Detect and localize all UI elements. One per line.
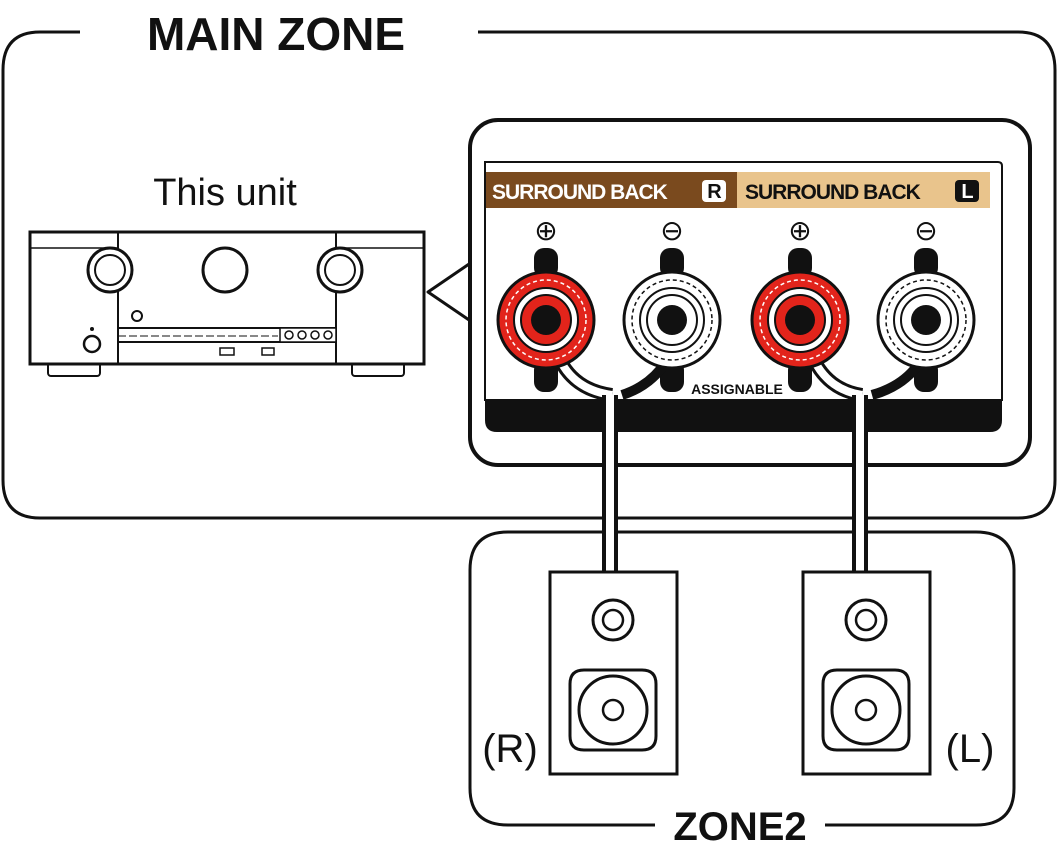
terminal-l-plus (750, 270, 850, 370)
polarity-r-plus: ⊕ (534, 215, 557, 246)
main-zone-title: MAIN ZONE (147, 8, 405, 60)
receiver-unit (28, 230, 426, 377)
speaker-l-label: (L) (946, 727, 995, 771)
hdmi-port-icon (219, 347, 235, 356)
terminal-l-minus (876, 270, 976, 370)
terminal-r-minus (622, 270, 722, 370)
zone2-title: ZONE2 (673, 805, 806, 849)
callout-pointer (426, 260, 473, 324)
knob-center-icon (201, 246, 249, 294)
terminal-r-plus (496, 270, 596, 370)
polarity-r-minus: ⊖ (660, 215, 683, 246)
surround-back-l-label: SURROUND BACK (745, 181, 921, 204)
speaker-r (548, 570, 679, 776)
unit-label: This unit (153, 172, 297, 214)
zone2-frame (468, 530, 1016, 827)
power-button-icon (82, 334, 102, 354)
polarity-l-plus: ⊕ (788, 215, 811, 246)
polarity-l-minus: ⊖ (914, 215, 937, 246)
main-zone-frame (1, 30, 1057, 520)
surround-back-r-banner (486, 172, 737, 208)
terminal-panel: SURROUND BACK R SURROUND BACK L ⊕ ⊖ ⊕ ⊖ (468, 118, 1032, 467)
speaker-r-label: (R) (482, 727, 538, 771)
speaker-cables (602, 395, 868, 573)
badge-l: L (961, 181, 973, 203)
speaker-l (801, 570, 932, 776)
badge-r: R (707, 181, 722, 203)
surround-back-l-banner (737, 172, 990, 208)
surround-back-r-label: SURROUND BACK (492, 181, 668, 204)
assignable-label: ASSIGNABLE (691, 381, 783, 397)
panel-bottom-bar (485, 400, 1002, 432)
usb-port-icon (261, 347, 275, 356)
